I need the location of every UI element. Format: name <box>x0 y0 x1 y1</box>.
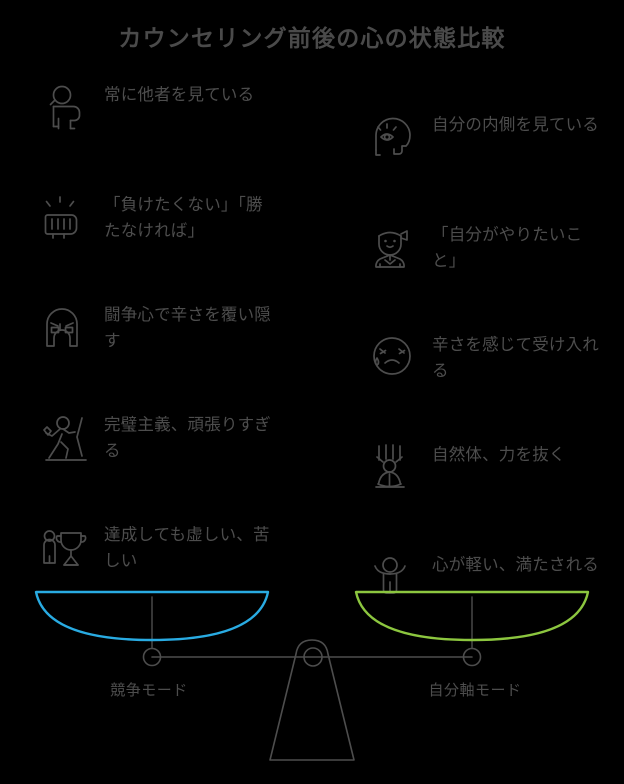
person-relaxing-icon <box>368 440 426 498</box>
right-column: 自分の内側を見ている 「自分がやりたいこと」 <box>368 110 624 660</box>
list-item: 自然体、力を抜く <box>368 440 624 550</box>
list-item: 「負けたくない」「勝たなければ」 <box>40 190 300 300</box>
list-item: 達成しても虚しい、苦しい <box>40 520 300 630</box>
angry-mask-face-icon <box>40 300 98 358</box>
person-arms-open-icon <box>368 550 426 608</box>
left-column: 常に他者を見ている 「負けたくない」「勝たなければ」 <box>40 80 300 630</box>
list-item-label: 完璧主義、頑張りすぎる <box>104 415 271 461</box>
left-pan <box>34 590 270 642</box>
fulcrum-pivot <box>303 647 323 667</box>
left-pan-label: 競争モード <box>110 681 188 699</box>
fulcrum <box>269 639 355 761</box>
person-pushing-uphill-icon <box>40 410 98 468</box>
list-item-label: 「負けたくない」「勝たなければ」 <box>104 195 263 241</box>
list-item-label: 心が軽い、満たされる <box>432 555 599 574</box>
list-item-label: 自然体、力を抜く <box>432 445 566 464</box>
right-pan <box>354 590 590 642</box>
person-with-trophy-icon <box>40 520 98 578</box>
list-item-label: 闘争心で辛さを覆い隠す <box>104 305 271 351</box>
list-item: 心が軽い、満たされる <box>368 550 624 660</box>
list-item: 辛さを感じて受け入れる <box>368 330 624 440</box>
crying-face-icon <box>368 330 426 388</box>
person-looking-around-icon <box>40 80 98 138</box>
smiling-person-icon <box>368 220 426 278</box>
right-pan-label: 自分軸モード <box>428 681 522 699</box>
list-item-label: 自分の内側を見ている <box>432 115 599 134</box>
list-item-label: 「自分がやりたいこと」 <box>432 225 583 271</box>
balance-scale-diagram <box>0 570 624 784</box>
list-item: 完璧主義、頑張りすぎる <box>40 410 300 520</box>
left-hanger-ring <box>142 647 162 667</box>
list-item-label: 達成しても虚しい、苦しい <box>104 525 270 571</box>
list-item-label: 辛さを感じて受け入れる <box>432 335 599 381</box>
list-item-label: 常に他者を見ている <box>104 85 255 104</box>
list-item: 常に他者を見ている <box>40 80 300 190</box>
right-hanger-ring <box>462 647 482 667</box>
list-item: 「自分がやりたいこと」 <box>368 220 624 330</box>
list-item: 闘争心で辛さを覆い隠す <box>40 300 300 410</box>
page-title: カウンセリング前後の心の状態比較 <box>118 26 506 52</box>
head-with-inner-eye-icon <box>368 110 426 168</box>
clenched-fist-icon <box>40 190 98 248</box>
list-item: 自分の内側を見ている <box>368 110 624 220</box>
